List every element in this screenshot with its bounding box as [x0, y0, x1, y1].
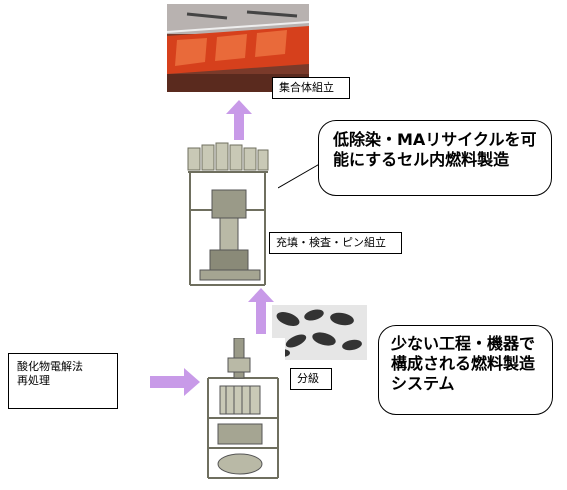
- cell-fuel-callout: 低除染・MAリサイクルを可 能にするセル内燃料製造: [318, 120, 552, 196]
- callout-leader-line: [278, 161, 324, 189]
- classification-machine-photo: [200, 338, 285, 486]
- cell-fuel-callout-line1: 低除染・MAリサイクルを可: [333, 130, 537, 149]
- assembly-label: 集合体組立: [272, 77, 350, 99]
- system-callout-line2: 構成される燃料製造: [391, 354, 536, 373]
- system-callout-line3: システム: [391, 374, 455, 393]
- right-arrow: [150, 368, 200, 396]
- cell-fuel-callout-line2: 能にするセル内燃料製造: [333, 150, 510, 169]
- up-arrow-middle: [248, 288, 274, 334]
- system-callout-line1: 少ない工程・機器で: [391, 334, 536, 353]
- reprocessing-box: 酸化物電解法 再処理: [8, 353, 118, 409]
- reprocessing-line2: 再処理: [17, 374, 50, 387]
- up-arrow-top: [226, 100, 252, 140]
- filling-label: 充填・検査・ピン組立: [269, 232, 402, 254]
- filling-machine-photo: [180, 140, 275, 290]
- powder-photo: [272, 305, 367, 360]
- reprocessing-line1: 酸化物電解法: [17, 360, 83, 373]
- classification-label: 分級: [290, 368, 332, 390]
- system-callout: 少ない工程・機器で 構成される燃料製造 システム: [378, 325, 553, 415]
